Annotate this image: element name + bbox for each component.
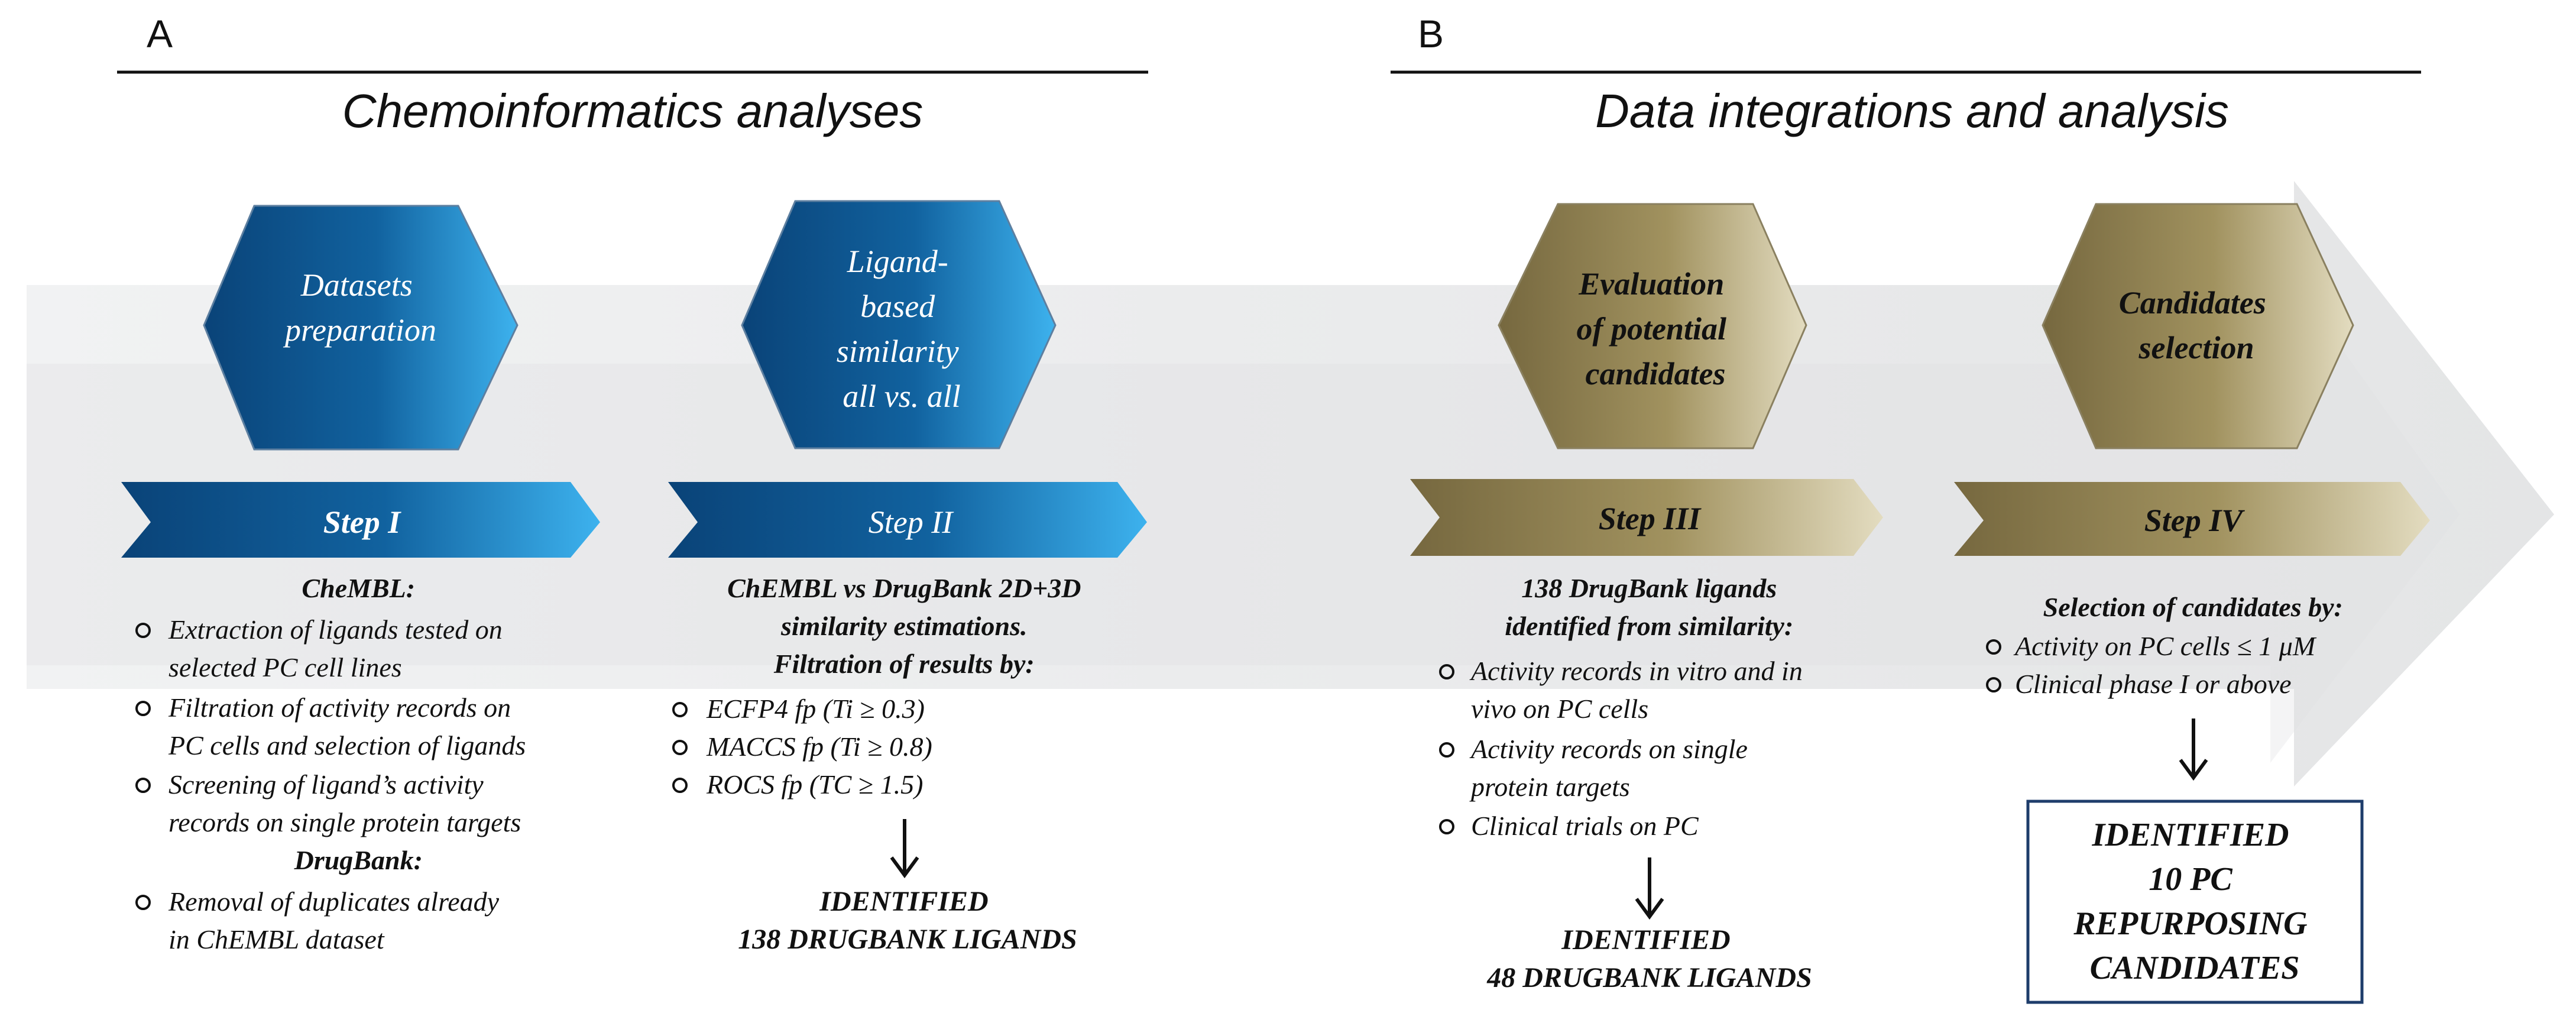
step-1-desc-line: Filtration of activity records on — [168, 692, 511, 723]
panel-a-title: Chemoinformatics analyses — [342, 85, 924, 137]
step-3-desc: 138 DrugBank ligands identified from sim… — [1469, 573, 1809, 841]
step-1-desc-heading: CheMBL: — [302, 573, 415, 603]
step-3-desc-heading: 138 DrugBank ligands — [1521, 573, 1777, 603]
bullet-circle — [1439, 664, 1454, 679]
bullet-circle — [135, 623, 151, 638]
step-2-hex-line: based — [860, 289, 935, 324]
bullet-circle — [135, 778, 151, 793]
bullet-circle — [1439, 819, 1454, 834]
step-1-hexagon-text: Datasets preparation — [283, 267, 436, 348]
step-4-desc-line: Clinical phase I or above — [2015, 669, 2292, 699]
step-3-hexagon-text: Evaluation of potential candidates — [1577, 266, 1735, 391]
step-3-hex-line: of potential — [1577, 311, 1727, 347]
bullet-circle — [135, 701, 151, 716]
step-4-down-arrow — [2179, 718, 2208, 781]
step-2-hex-line: Ligand- — [847, 244, 948, 279]
step-2-down-arrow — [890, 819, 919, 879]
step-3-desc-line: Clinical trials on PC — [1471, 811, 1699, 841]
step-2-result: IDENTIFIED 138 DRUGBANK LIGANDS — [738, 886, 1077, 955]
background-flow-arrow-inner — [27, 248, 2460, 763]
step-1: Datasets preparation Step I CheMBL: Extr… — [121, 205, 600, 954]
step-2-desc: ChEMBL vs DrugBank 2D+3D similarity esti… — [706, 573, 1088, 800]
bullet-circle — [1986, 677, 2001, 692]
step-3-desc-line: vivo on PC cells — [1471, 694, 1648, 724]
step-2-hex-line: similarity — [837, 334, 959, 369]
step-4-result-box — [2026, 800, 2364, 1004]
step-1-desc-line: Extraction of ligands tested on — [168, 614, 503, 645]
step-3-bullets — [1439, 664, 1454, 834]
panel-a-letter: A — [147, 12, 173, 56]
panel-b-letter: B — [1418, 12, 1444, 56]
panel-b-title: Data integrations and analysis — [1595, 85, 2229, 137]
step-4-chevron — [1954, 482, 2430, 556]
step-1-desc-line: in ChEMBL dataset — [169, 924, 385, 954]
step-4: Candidates selection Step IV Selection o… — [1954, 203, 2430, 1004]
step-4-bullets — [1986, 639, 2001, 692]
step-4-desc-line: Activity on PC cells ≤ 1 μM — [2013, 631, 2317, 661]
bullet-circle — [1439, 742, 1454, 758]
bullet-circle — [672, 740, 688, 755]
step-2-hex-line: all vs. all — [843, 378, 961, 414]
step-2-desc-line: ROCS fp (TC ≥ 1.5) — [706, 769, 923, 800]
background-flow-arrow — [27, 181, 2554, 787]
step-3-result: IDENTIFIED 48 DRUGBANK LIGANDS — [1486, 924, 1812, 993]
step-4-desc: Selection of candidates by: Activity on … — [2013, 592, 2350, 699]
step-3-hex-line: candidates — [1586, 356, 1726, 391]
bullet-circle — [672, 778, 688, 793]
step-3-chevron — [1410, 479, 1883, 556]
step-3-label: Step III — [1599, 501, 1702, 536]
step-2-desc-line: ECFP4 fp (Ti ≥ 0.3) — [706, 694, 925, 724]
step-4-hexagon — [2042, 203, 2354, 449]
step-2-bullets — [672, 702, 688, 793]
step-1-desc-line: Removal of duplicates already — [168, 886, 500, 917]
step-4-result-line: IDENTIFIED — [2092, 817, 2289, 853]
step-4-result: IDENTIFIED 10 PC REPURPOSING CANDIDATES — [2073, 817, 2315, 986]
step-1-desc-heading: DrugBank: — [294, 845, 423, 875]
step-2-desc-heading: ChEMBL vs DrugBank 2D+3D — [727, 573, 1081, 603]
step-2-result-line: 138 DRUGBANK LIGANDS — [738, 924, 1077, 955]
step-1-hex-line: preparation — [283, 312, 436, 348]
step-4-hex-line: Candidates — [2119, 285, 2266, 321]
bullet-circle — [672, 702, 688, 717]
step-4-hex-line: selection — [2138, 330, 2254, 365]
step-2-desc-heading: similarity estimations. — [780, 611, 1028, 641]
step-3-result-line: IDENTIFIED — [1561, 924, 1730, 956]
step-1-hex-line: Datasets — [300, 267, 413, 303]
step-3-hex-line: Evaluation — [1578, 266, 1724, 302]
bullet-circle — [135, 895, 151, 910]
step-2-result-line: IDENTIFIED — [819, 886, 988, 917]
step-1-label: Step I — [323, 504, 402, 540]
step-2-hexagon-text: Ligand- based similarity all vs. all — [837, 244, 967, 414]
step-1-desc-line: selected PC cell lines — [169, 652, 402, 682]
bullet-circle — [1986, 639, 2001, 655]
step-1-desc-line: PC cells and selection of ligands — [168, 730, 526, 760]
step-1-desc-line: Screening of ligand’s activity — [169, 769, 484, 800]
step-2-desc-line: MACCS fp (Ti ≥ 0.8) — [706, 732, 932, 762]
step-1-desc-line: records on single protein targets — [169, 807, 521, 837]
step-4-result-line: REPURPOSING — [2073, 905, 2307, 942]
step-3-hexagon — [1498, 203, 1807, 449]
step-2-desc-heading: Filtration of results by: — [773, 649, 1035, 679]
step-4-result-line: CANDIDATES — [2090, 950, 2300, 986]
step-2-label: Step II — [869, 504, 954, 540]
step-2-hexagon — [741, 200, 1057, 449]
step-4-hexagon-text: Candidates selection — [2119, 285, 2274, 365]
step-2-chevron — [668, 482, 1147, 558]
step-1-hexagon — [203, 205, 519, 451]
step-4-desc-heading: Selection of candidates by: — [2043, 592, 2343, 622]
step-3-desc-heading: identified from similarity: — [1505, 611, 1793, 641]
step-1-desc: CheMBL: Extraction of ligands tested on … — [168, 573, 533, 954]
step-3-desc-line: Activity records in vitro and in — [1469, 656, 1803, 686]
step-4-label: Step IV — [2144, 503, 2246, 538]
step-1-bullets — [135, 623, 151, 910]
step-4-result-line: 10 PC — [2149, 861, 2232, 898]
step-3: Evaluation of potential candidates Step … — [1410, 203, 1883, 993]
step-2: Ligand- based similarity all vs. all Ste… — [668, 200, 1147, 955]
step-3-down-arrow — [1635, 857, 1664, 920]
step-3-desc-line: protein targets — [1469, 772, 1630, 802]
step-1-chevron — [121, 482, 600, 558]
step-3-desc-line: Activity records on single — [1469, 734, 1748, 764]
step-3-result-line: 48 DRUGBANK LIGANDS — [1486, 962, 1812, 993]
